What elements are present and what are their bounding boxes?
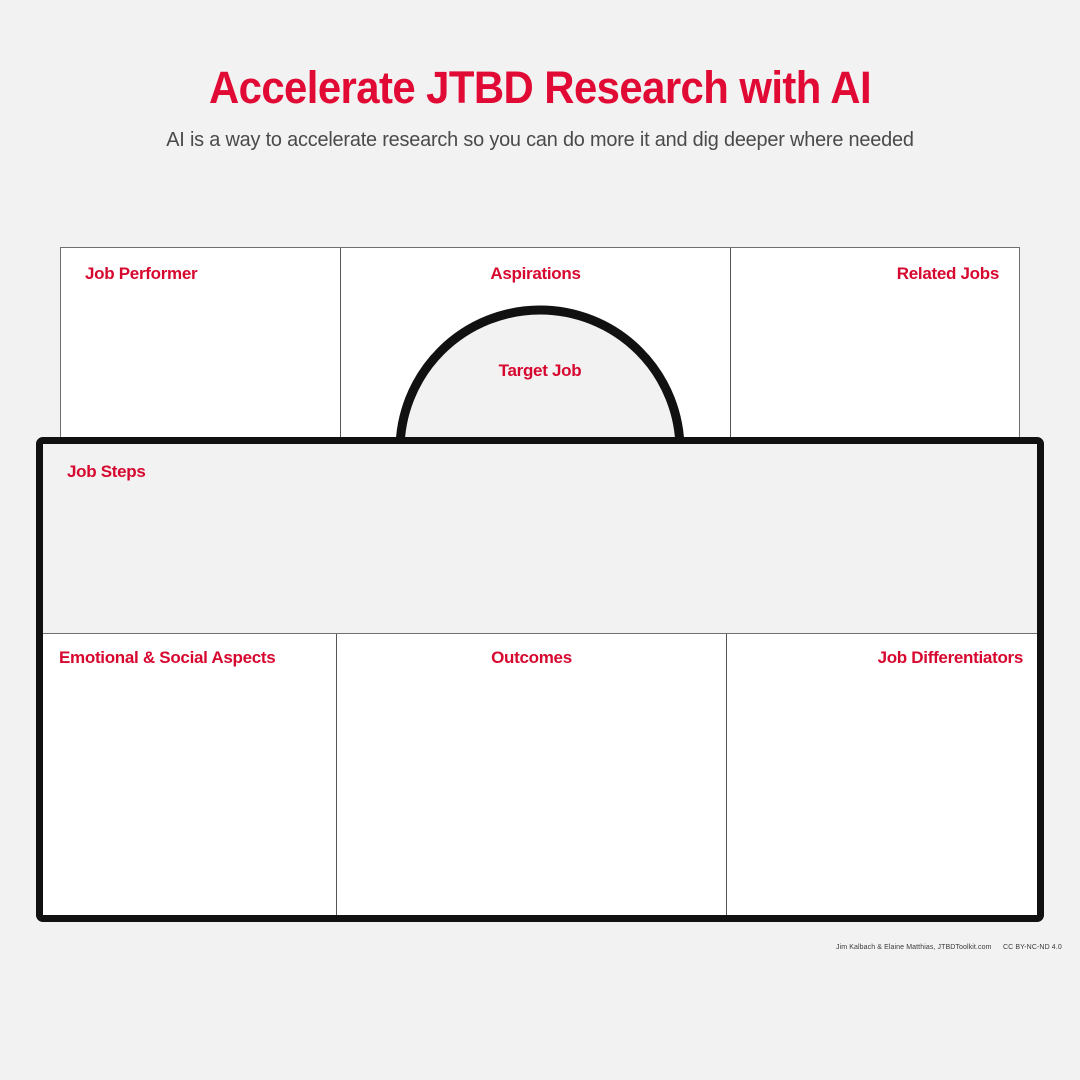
canvas-top-row: Job Performer Aspirations Related Jobs [60,247,1020,439]
canvas-cell-aspirations[interactable]: Aspirations [341,248,731,438]
canvas-cell-job-differentiators[interactable]: Job Differentiators [727,634,1037,915]
footer-authors-credit: Jim Kalbach & Elaine Matthias, JTBDToolk… [836,944,992,951]
canvas-bottom-row: Emotional & Social Aspects Outcomes Job … [43,634,1037,915]
cell-label-aspirations: Aspirations [490,264,581,283]
cell-label-outcomes: Outcomes [491,648,572,667]
cell-label-emotional-social-aspects: Emotional & Social Aspects [59,648,276,667]
canvas-footer: Jim Kalbach & Elaine Matthias, JTBDToolk… [0,944,1080,960]
page-subtitle: AI is a way to accelerate research so yo… [166,127,914,151]
cell-label-related-jobs: Related Jobs [896,264,1000,283]
footer-license-credit: CC BY-NC-ND 4.0 [1003,944,1062,951]
canvas-cell-job-steps[interactable]: Job Steps [43,444,1037,634]
canvas-cell-related-jobs[interactable]: Related Jobs [731,248,1019,438]
cell-label-job-steps: Job Steps [67,462,146,481]
cell-label-job-performer: Job Performer [85,264,198,283]
canvas-lower-block: Job Steps Emotional & Social Aspects Out… [36,437,1044,922]
canvas-cell-job-performer[interactable]: Job Performer [61,248,342,438]
canvas-cell-outcomes[interactable]: Outcomes [337,634,727,915]
canvas-cell-emotional-social-aspects[interactable]: Emotional & Social Aspects [43,634,337,915]
page-title: Accelerate JTBD Research with AI [208,62,872,113]
cell-label-job-differentiators: Job Differentiators [877,648,1024,667]
page-header: Accelerate JTBD Research with AI AI is a… [0,0,1080,152]
